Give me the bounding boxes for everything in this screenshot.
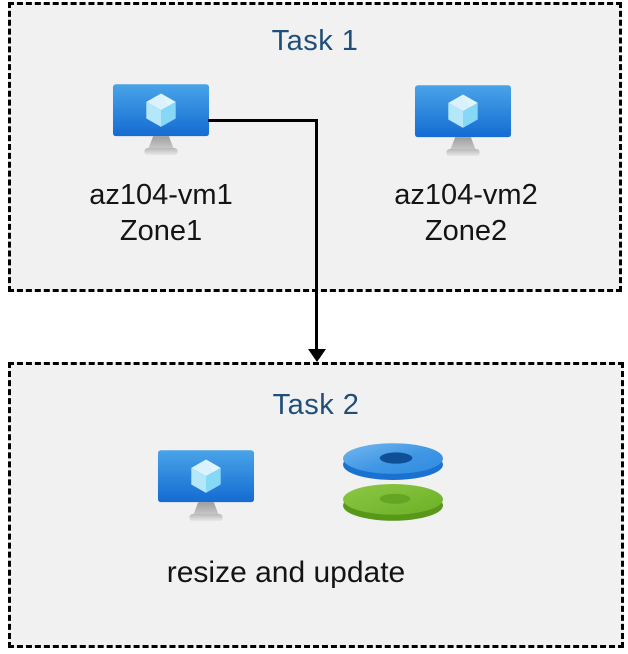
task2-caption: resize and update xyxy=(166,556,406,589)
task2-title: Task 2 xyxy=(272,389,360,421)
managed-disks-icon xyxy=(343,443,443,521)
virtual-machine-icon xyxy=(157,450,255,522)
vm2-name: az104-vm2 xyxy=(394,179,538,211)
vm2-label: az104-vm2 Zone2 xyxy=(346,177,586,249)
connector-vertical-line xyxy=(315,119,318,350)
vm1-zone: Zone1 xyxy=(119,215,203,247)
task1-title: Task 1 xyxy=(271,25,359,57)
virtual-machine-icon xyxy=(112,84,210,156)
task2-box: Task 2 xyxy=(8,362,624,648)
connector-horizontal-line xyxy=(208,119,318,122)
vm2-zone: Zone2 xyxy=(424,215,508,247)
virtual-machine-icon xyxy=(414,85,512,157)
vm1-label: az104-vm1 Zone1 xyxy=(41,177,281,249)
vm1-name: az104-vm1 xyxy=(89,179,233,211)
down-arrow-icon xyxy=(308,349,326,362)
